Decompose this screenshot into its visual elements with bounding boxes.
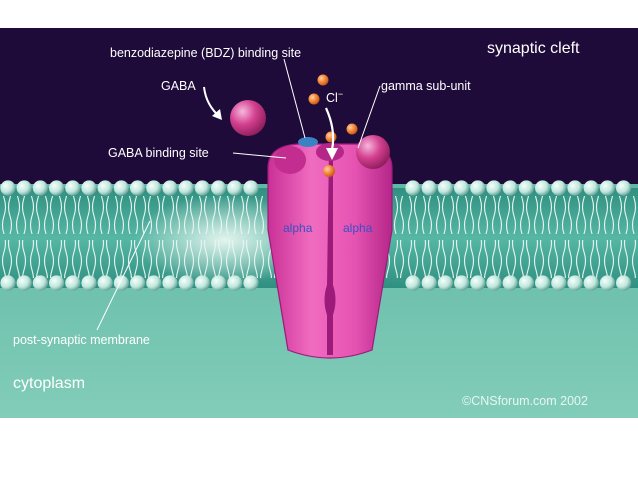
membrane-label: post-synaptic membrane xyxy=(13,333,150,347)
alpha-subunit-right-label: alpha xyxy=(343,221,373,235)
phospholipid-head xyxy=(211,180,227,196)
phospholipid-head xyxy=(616,180,632,196)
phospholipid-head xyxy=(518,275,535,291)
phospholipid-head xyxy=(146,275,162,291)
phospholipid-head xyxy=(178,275,194,291)
phospholipid-head xyxy=(616,275,632,291)
phospholipid-head xyxy=(421,275,437,291)
phospholipid-head xyxy=(567,275,583,291)
chloride-ion xyxy=(323,165,335,177)
phospholipid-head xyxy=(437,180,453,196)
phospholipid-head xyxy=(146,180,162,196)
phospholipid-head xyxy=(470,275,486,291)
chloride-ion xyxy=(346,123,358,135)
chloride-arrow-head xyxy=(326,148,338,160)
phospholipid-head xyxy=(0,275,16,291)
gaba-binding-pocket xyxy=(274,146,306,174)
phospholipid-head xyxy=(470,180,486,196)
chloride-arrow xyxy=(324,107,335,151)
phospholipid-head xyxy=(437,275,453,291)
phospholipid-head xyxy=(599,180,616,196)
phospholipid-head xyxy=(65,180,81,196)
bdz-site-label: benzodiazepine (BDZ) binding site xyxy=(110,46,301,60)
phospholipid-head xyxy=(162,180,178,196)
phospholipid-head xyxy=(551,180,567,196)
phospholipid-head xyxy=(243,180,259,196)
phospholipid-head xyxy=(454,180,470,196)
phospholipid-head xyxy=(97,180,113,196)
gaba-a-receptor xyxy=(267,135,393,359)
phospholipid-head xyxy=(502,275,518,291)
gaba-site-label: GABA binding site xyxy=(108,146,209,160)
gaba-molecule xyxy=(230,100,266,136)
phospholipid-head xyxy=(81,180,97,196)
phospholipid-head xyxy=(0,180,16,196)
phospholipid-head xyxy=(130,180,146,196)
alpha-subunit-left-label: alpha xyxy=(283,221,313,235)
chloride-label: Cl− xyxy=(326,89,343,105)
phospholipid-head xyxy=(81,275,97,291)
phospholipid-head xyxy=(32,180,49,196)
phospholipid-head xyxy=(405,180,421,196)
phospholipid-head xyxy=(65,275,81,291)
synaptic-cleft-label: synaptic cleft xyxy=(487,40,580,57)
phospholipid-head xyxy=(535,275,551,291)
phospholipid-head xyxy=(49,275,65,291)
phospholipid-heads-lower xyxy=(0,275,632,291)
phospholipid-head xyxy=(551,275,567,291)
gaba-label: GABA xyxy=(161,79,196,93)
phospholipid-head xyxy=(211,275,227,291)
phospholipid-head xyxy=(405,275,421,291)
gaba-arrow-head xyxy=(212,109,222,120)
phospholipid-head xyxy=(502,180,518,196)
phospholipid-head xyxy=(130,275,146,291)
phospholipid-head xyxy=(113,180,129,196)
phospholipid-head xyxy=(97,275,113,291)
phospholipid-head xyxy=(16,180,32,196)
phospholipid-head xyxy=(567,180,583,196)
phospholipid-head xyxy=(49,180,65,196)
gamma-subunit-label: gamma sub-unit xyxy=(381,79,471,93)
phospholipid-head xyxy=(421,180,437,196)
chloride-charge: − xyxy=(338,89,343,99)
copyright-label: ©CNSforum.com 2002 xyxy=(462,394,588,408)
phospholipid-head xyxy=(227,180,243,196)
phospholipid-head xyxy=(227,275,243,291)
phospholipid-head xyxy=(243,275,259,291)
phospholipid-head xyxy=(16,275,32,291)
gamma-leader-line xyxy=(357,85,381,149)
phospholipid-head xyxy=(162,275,178,291)
chloride-ion xyxy=(325,131,337,143)
chloride-ion xyxy=(308,93,320,105)
bdz-binding-site xyxy=(298,137,318,147)
phospholipid-head xyxy=(32,275,49,291)
phospholipid-head xyxy=(113,275,129,291)
chloride-ion xyxy=(317,74,329,86)
phospholipid-head xyxy=(454,275,470,291)
membrane-leader-line xyxy=(96,220,151,331)
phospholipid-head xyxy=(178,180,194,196)
phospholipid-head xyxy=(486,180,502,196)
gaba-bound-molecule xyxy=(356,135,390,169)
phospholipid-head xyxy=(486,275,502,291)
phospholipid-heads-upper xyxy=(0,180,632,196)
gaba-site-leader-line xyxy=(232,152,287,159)
phospholipid-head xyxy=(518,180,535,196)
phospholipid-head xyxy=(194,180,210,196)
receptor-pore xyxy=(324,150,336,355)
phospholipid-head xyxy=(583,180,599,196)
phospholipid-head xyxy=(599,275,616,291)
phospholipid-head xyxy=(194,275,210,291)
phospholipid-head xyxy=(583,275,599,291)
bdz-leader-line xyxy=(283,58,306,139)
cytoplasm-label: cytoplasm xyxy=(13,375,85,392)
phospholipid-head xyxy=(535,180,551,196)
